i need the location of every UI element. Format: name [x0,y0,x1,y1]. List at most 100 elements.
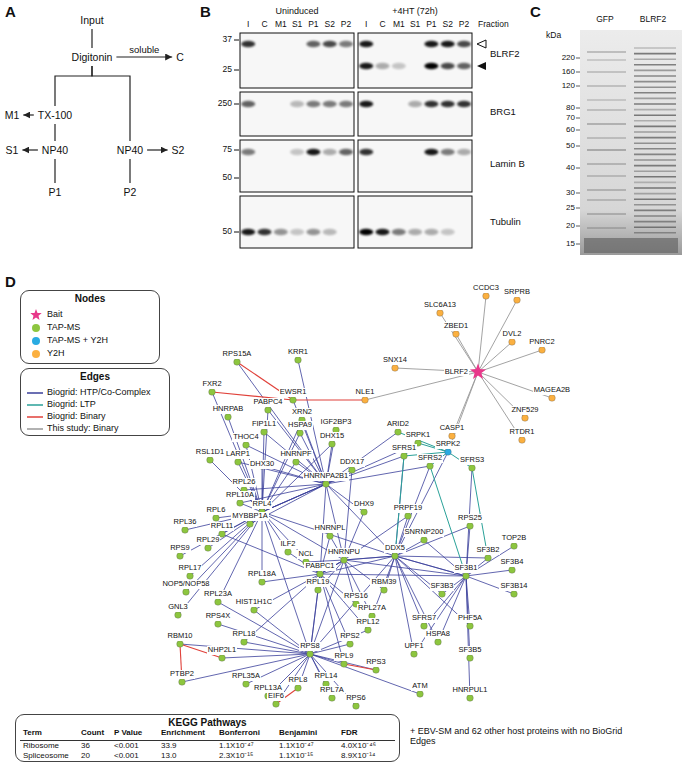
protein-label: RPL7A [319,686,345,694]
size-marker: 70 [566,114,575,123]
gel-band [634,70,676,72]
blot-strip [240,140,354,192]
marker-tick [576,58,580,59]
protein-dot [392,553,399,560]
connector [54,159,55,183]
table-cell: Term [23,729,42,738]
table-cell: 1.1X10⁻⁴⁷ [279,742,314,751]
network-edge [395,526,470,556]
blot-band [441,63,455,69]
protein-dot [237,500,244,507]
gel [580,30,682,255]
protein-label: RPL19 [306,578,331,586]
marker-tick [576,168,580,169]
protein-label: BLRF2 [444,368,469,376]
protein-dot [421,623,428,630]
protein-dot [395,429,402,436]
filled-arrowhead [477,62,486,70]
blot-band [339,41,353,47]
protein-label: HNRNPL [314,524,347,532]
marker-tick [576,130,580,131]
gel-band [634,187,676,189]
protein-label: RPS9 [169,544,191,552]
gel-band [634,182,676,184]
gel-band [634,198,676,200]
connector [23,114,34,115]
blot-band [359,149,373,155]
network-edge [466,576,470,698]
line-sample [27,416,43,418]
marker-tick [576,226,580,227]
gel-band [634,210,676,212]
network-edge [365,372,478,400]
size-marker: 50 [223,227,232,236]
gel-band [634,193,676,195]
protein-label: LARP1 [225,450,251,458]
protein-label: ZBED1 [443,322,469,330]
protein-label: PTBP2 [169,670,195,678]
protein-dot [467,523,474,530]
protein-dot [392,365,399,372]
network-edge [456,334,478,372]
protein-label: CCDC3 [472,284,500,292]
protein-label: RPL13A [253,684,283,692]
legend-text: This study: Binary [47,424,119,434]
blot-strip [358,92,472,136]
label: P1 [308,20,318,29]
table-cell: Ribosome [23,742,59,751]
marker-tick [576,244,580,245]
gel-band [634,165,676,167]
protein-dot [347,641,354,648]
protein-dot [435,639,442,646]
line-sample [27,404,43,406]
size-marker: 50 [223,173,232,182]
step-text: S2 [172,144,185,156]
protein-label: RPS3 [365,658,387,666]
protein-dot [405,513,412,520]
protein-label: RPL29 [196,536,221,544]
gel-band [634,204,676,206]
table-cell: 33.9 [161,742,177,751]
step-text: S1 [6,144,19,156]
protein-dot [453,331,460,338]
blot-band [457,149,471,155]
table-cell: 2.3X10⁻¹⁵ [219,752,253,761]
table-cell: 8.9X10⁻¹⁴ [341,752,375,761]
network-edge [478,342,512,372]
panel-letter: D [5,274,16,291]
protein-dot [241,639,248,646]
protein-dot [449,433,456,440]
protein-dot [251,607,258,614]
protein-dot [421,537,428,544]
step-text: NP40 [117,144,143,156]
blot-band [392,63,406,69]
blot-band [359,41,373,47]
step-text: P2 [124,186,137,198]
legend-line [27,424,43,434]
step-text: C [176,51,184,63]
label: P1 [426,20,436,29]
protein-label: XRN2 [291,408,313,416]
protein-label: RPL4 [252,500,273,508]
label: P2 [341,20,351,29]
size-marker: 80 [566,104,575,113]
table-cell: Benjamini [279,729,317,738]
blot-band [323,149,337,155]
step-label: S1 [4,143,21,157]
gel-band [634,142,676,144]
protein-dot [205,545,212,552]
protein-label: TOP2B [501,534,527,542]
protein-dot [511,543,518,550]
protein-label: SF3B4 [500,558,525,566]
blot-band [290,101,304,107]
protein-dot [323,481,330,488]
protein-label: SF3B2 [476,546,501,554]
protein-label: RPS4X [205,612,232,620]
label: I [247,20,249,29]
blot-band [290,229,304,235]
gel-band [587,51,626,53]
protein-label: THOC4 [232,433,259,441]
step-label: NP40 [40,143,70,157]
protein-label: HNRPAB [212,405,245,413]
blot-band [441,229,455,235]
